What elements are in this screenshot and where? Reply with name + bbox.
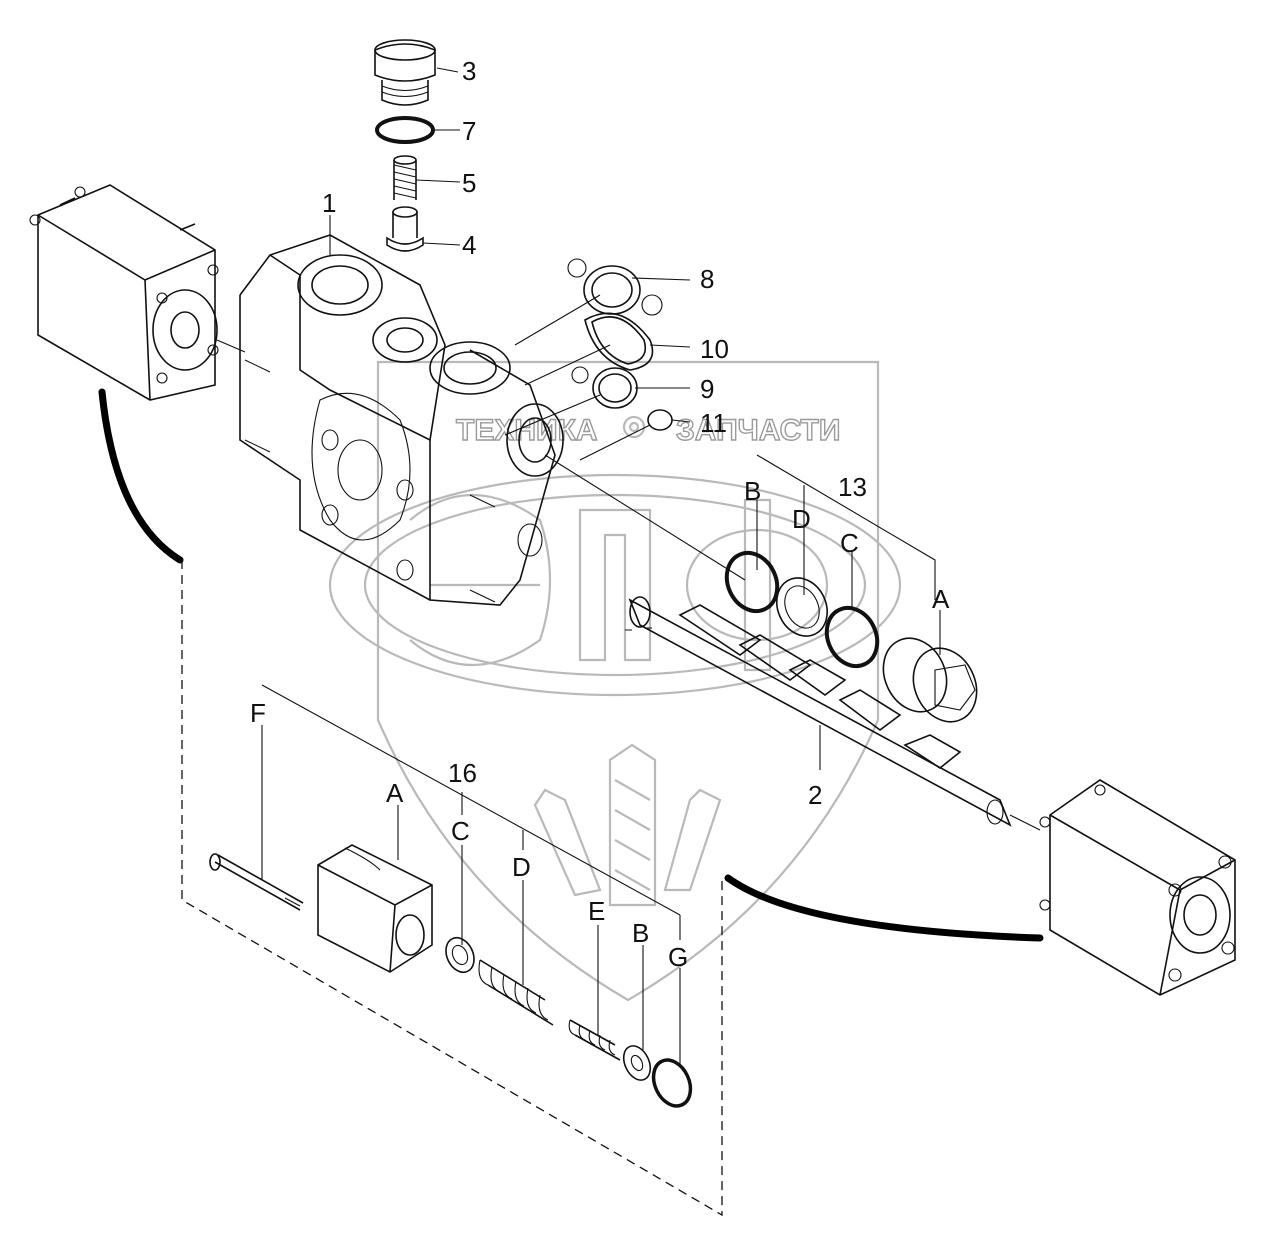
callout-lower-b: B — [632, 918, 649, 948]
wheat-icon — [533, 743, 722, 907]
o-ring-item-9 — [592, 367, 638, 409]
callout-upper-b: B — [744, 476, 761, 506]
cap-a-upper — [882, 637, 978, 723]
right-end-cap — [1009, 779, 1236, 996]
callout-10: 10 — [700, 334, 729, 364]
watermark-text: ТЕХНИКА ЗАПЧАСТИ — [455, 413, 841, 447]
cap-item-a-lower — [317, 844, 433, 973]
callout-lower-e: E — [588, 896, 605, 926]
watermark-left-text: ТЕХНИКА — [456, 414, 598, 447]
o-ring-item-7 — [375, 116, 435, 144]
callout-upper-a: A — [932, 584, 950, 614]
callout-labels: 3 7 5 4 1 8 10 9 11 13 B D C A 2 F A 16 … — [250, 56, 950, 972]
watermark-right-text: ЗАПЧАСТИ — [676, 414, 840, 447]
seal-b-upper — [724, 550, 780, 614]
assembly-envelope — [181, 560, 723, 1217]
seal-c-upper — [824, 605, 880, 669]
callout-lower-c: C — [451, 816, 470, 846]
spring-item-e-lower — [568, 1019, 621, 1061]
callout-9: 9 — [700, 374, 714, 404]
hose-left — [98, 388, 184, 564]
washer-item-c-lower — [445, 936, 475, 974]
left-end-cap — [29, 184, 246, 401]
callout-upper-d: D — [792, 504, 811, 534]
callout-upper-c: C — [840, 528, 859, 558]
hose-right — [724, 874, 1044, 942]
gasket-item-10 — [571, 312, 654, 384]
valve-body — [239, 234, 564, 606]
callout-2: 2 — [808, 780, 822, 810]
watermark-emblem — [328, 360, 902, 1002]
callout-8: 8 — [700, 264, 714, 294]
callout-1: 1 — [322, 188, 336, 218]
callout-lower-g: G — [668, 942, 688, 972]
seal-d-upper — [776, 577, 828, 637]
leader-lines — [261, 67, 941, 1065]
callout-4: 4 — [462, 230, 476, 260]
callout-5: 5 — [462, 168, 476, 198]
gasket-item-8 — [567, 258, 663, 316]
spring-item-d-lower — [478, 959, 554, 1026]
callout-13: 13 — [838, 472, 867, 502]
spring-item-5 — [393, 155, 417, 200]
plug-item-3 — [374, 39, 436, 106]
callout-lower-a: A — [386, 778, 404, 808]
callout-11: 11 — [700, 408, 727, 438]
callout-lower-f: F — [250, 698, 266, 728]
callout-7: 7 — [462, 116, 476, 146]
callout-16: 16 — [448, 758, 477, 788]
callout-3: 3 — [462, 56, 476, 86]
spool-item-2 — [625, 596, 1012, 827]
callout-lower-d: D — [512, 852, 531, 882]
poppet-item-4 — [386, 206, 424, 252]
o-ring-item-11 — [647, 409, 673, 431]
bolt-item-f — [209, 853, 304, 911]
gear-icon — [622, 415, 646, 439]
washer-item-b-lower — [622, 1045, 652, 1081]
seal-set-item-13 — [724, 550, 978, 723]
o-ring-item-g-lower — [651, 1058, 693, 1108]
